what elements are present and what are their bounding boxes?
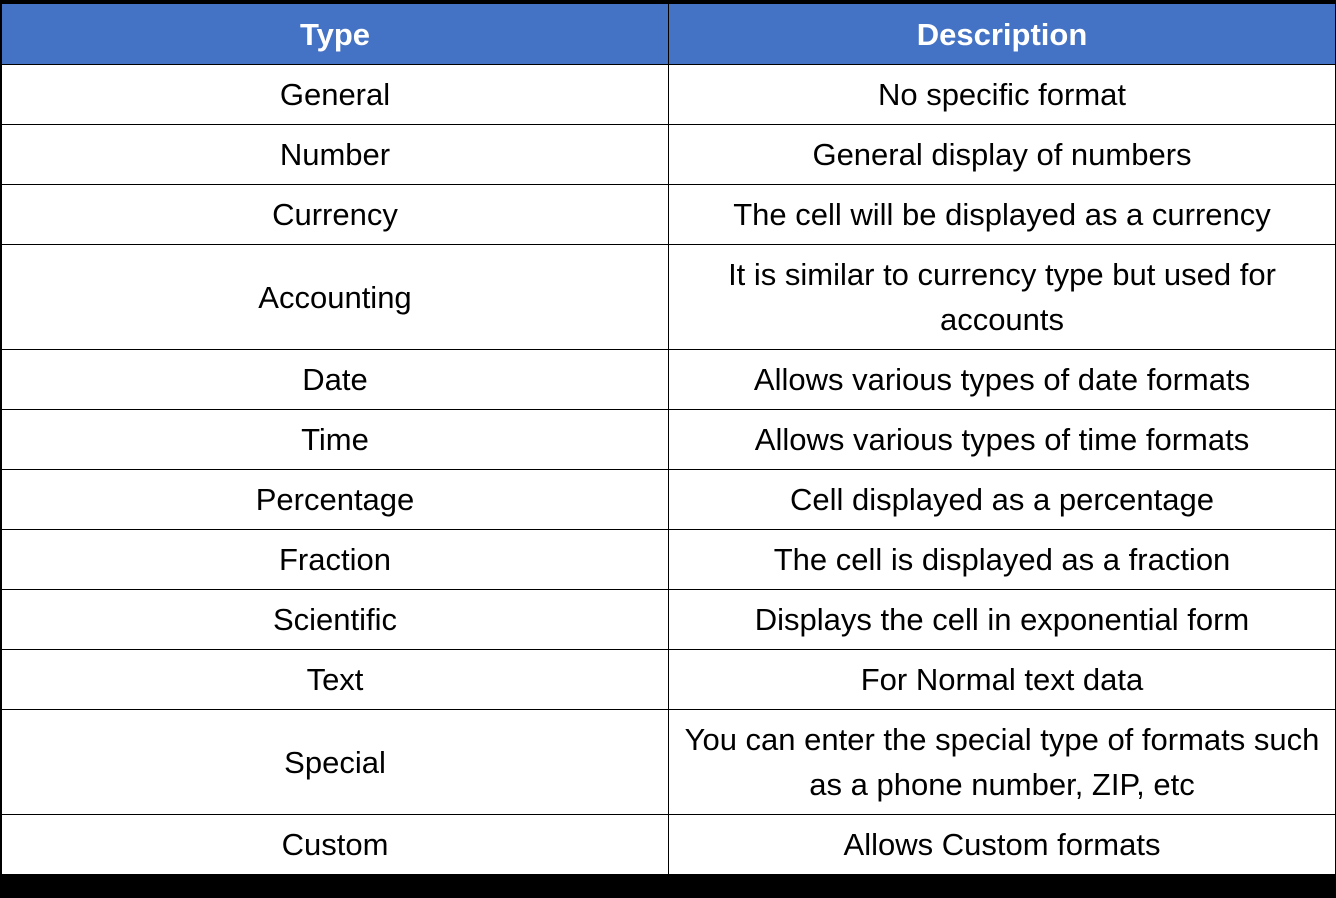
table-row: Time Allows various types of time format…	[1, 409, 1336, 470]
description-cell: You can enter the special type of format…	[668, 709, 1336, 815]
table-row: Scientific Displays the cell in exponent…	[1, 589, 1336, 650]
format-types-table: Type Description General No specific for…	[1, 3, 1336, 875]
description-cell: Allows various types of date formats	[668, 349, 1336, 410]
table-row: Fraction The cell is displayed as a frac…	[1, 529, 1336, 590]
table-row: Currency The cell will be displayed as a…	[1, 184, 1336, 245]
type-cell: General	[1, 64, 669, 125]
header-description: Description	[668, 3, 1336, 65]
description-cell: Displays the cell in exponential form	[668, 589, 1336, 650]
type-cell: Custom	[1, 814, 669, 875]
table-row: Number General display of numbers	[1, 124, 1336, 185]
description-cell: Allows Custom formats	[668, 814, 1336, 875]
format-types-table-frame: Type Description General No specific for…	[1, 3, 1336, 884]
type-cell: Fraction	[1, 529, 669, 590]
description-cell: It is similar to currency type but used …	[668, 244, 1336, 350]
type-cell: Time	[1, 409, 669, 470]
table-row: Special You can enter the special type o…	[1, 709, 1336, 815]
table-row: Custom Allows Custom formats	[1, 814, 1336, 875]
table-row: Percentage Cell displayed as a percentag…	[1, 469, 1336, 530]
table-row: Text For Normal text data	[1, 649, 1336, 710]
table-row: General No specific format	[1, 64, 1336, 125]
description-cell: The cell will be displayed as a currency	[668, 184, 1336, 245]
type-cell: Currency	[1, 184, 669, 245]
type-cell: Accounting	[1, 244, 669, 350]
type-cell: Special	[1, 709, 669, 815]
header-type: Type	[1, 3, 669, 65]
header-row: Type Description	[1, 3, 1336, 65]
type-cell: Number	[1, 124, 669, 185]
table-row: Accounting It is similar to currency typ…	[1, 244, 1336, 350]
description-cell: No specific format	[668, 64, 1336, 125]
table-row: Date Allows various types of date format…	[1, 349, 1336, 410]
description-cell: Allows various types of time formats	[668, 409, 1336, 470]
description-cell: General display of numbers	[668, 124, 1336, 185]
description-cell: Cell displayed as a percentage	[668, 469, 1336, 530]
description-cell: For Normal text data	[668, 649, 1336, 710]
type-cell: Percentage	[1, 469, 669, 530]
type-cell: Date	[1, 349, 669, 410]
type-cell: Scientific	[1, 589, 669, 650]
description-cell: The cell is displayed as a fraction	[668, 529, 1336, 590]
type-cell: Text	[1, 649, 669, 710]
